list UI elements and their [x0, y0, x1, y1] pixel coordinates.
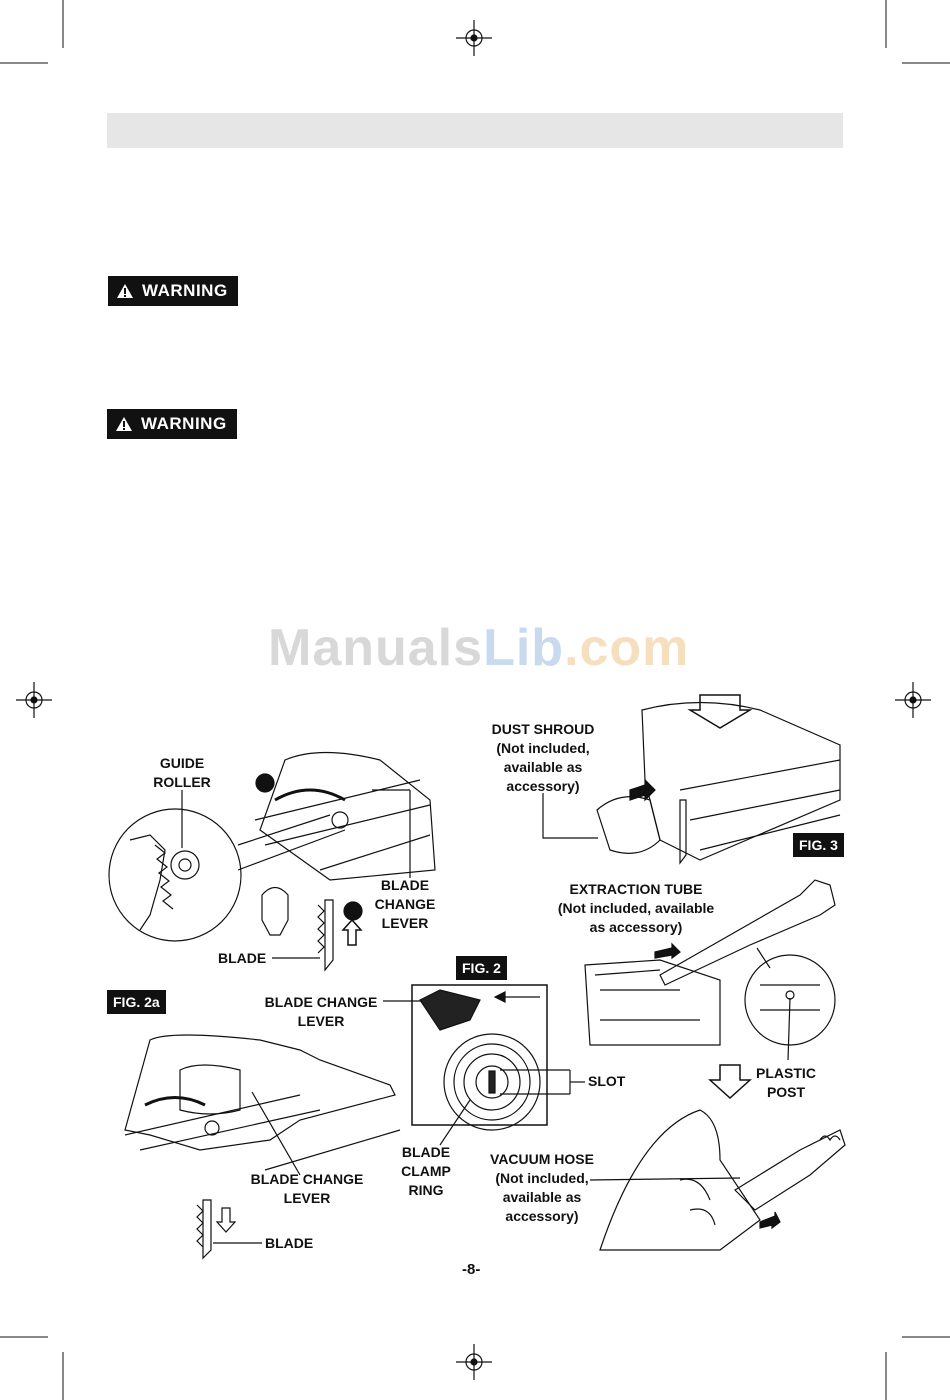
page-number: -8-	[462, 1261, 481, 1278]
label-line: ROLLER	[153, 774, 211, 790]
label-line: as accessory)	[589, 919, 683, 935]
label-vacuum-hose: VACUUM HOSE (Not included, available as …	[486, 1150, 598, 1226]
label-line: accessory)	[506, 778, 580, 794]
fig2a-tag: FIG. 2a	[107, 990, 166, 1014]
warning-badge-2: WARNING	[107, 409, 237, 439]
label-line: LEVER	[283, 1190, 331, 1206]
label-line: DUST SHROUD	[491, 721, 595, 737]
warning-label: WARNING	[141, 414, 227, 433]
label-line: (Not included,	[496, 740, 590, 756]
section-header-bar	[107, 113, 843, 148]
fig2a-illustration	[124, 1034, 401, 1260]
registration-mark-left	[16, 682, 52, 718]
label-line: GUIDE	[159, 755, 205, 771]
warning-label: WARNING	[142, 281, 228, 300]
label-line: BLADE	[401, 1144, 451, 1160]
label-line: (Not included, available	[557, 900, 715, 916]
label-line: PLASTIC	[756, 1065, 816, 1081]
watermark-part-1: Manuals	[268, 619, 484, 677]
fig2-illustration	[383, 984, 585, 1146]
label-plastic-post: PLASTIC POST	[752, 1064, 820, 1102]
label-slot: SLOT	[588, 1073, 626, 1089]
warning-triangle-icon	[117, 284, 133, 298]
label-extraction-tube: EXTRACTION TUBE (Not included, available…	[553, 880, 719, 937]
label-blade-1: BLADE	[218, 950, 267, 966]
label-line: BLADE CHANGE	[264, 994, 378, 1010]
label-line: EXTRACTION TUBE	[569, 881, 703, 897]
label-line: BLADE	[380, 877, 430, 893]
label-line: VACUUM HOSE	[490, 1151, 594, 1167]
label-line: CHANGE	[374, 896, 436, 912]
label-guide-roller: GUIDE ROLLER	[148, 754, 216, 792]
registration-mark-top	[456, 20, 492, 56]
label-line: accessory)	[505, 1208, 579, 1224]
label-blade-change-lever-2: BLADE CHANGE LEVER	[262, 993, 380, 1031]
registration-mark-right	[895, 682, 931, 718]
label-line: LEVER	[381, 915, 429, 931]
fig3-illustration	[542, 694, 841, 865]
label-blade-clamp-ring: BLADE CLAMP RING	[398, 1143, 454, 1200]
watermark-part-2: Lib	[483, 619, 565, 677]
guide-roller-illustration	[108, 751, 436, 972]
label-line: RING	[408, 1182, 444, 1198]
label-line: BLADE CHANGE	[250, 1171, 364, 1187]
label-blade-change-lever-1: BLADE CHANGE LEVER	[372, 876, 438, 933]
fig2-tag: FIG. 2	[456, 956, 507, 980]
fig3-tag: FIG. 3	[793, 833, 844, 857]
registration-mark-bottom	[456, 1344, 492, 1380]
vacuum-hose-illustration	[589, 1064, 846, 1251]
label-line: (Not included,	[495, 1170, 589, 1186]
label-blade-2: BLADE	[265, 1235, 314, 1251]
warning-badge-1: WARNING	[108, 276, 238, 306]
label-line: LEVER	[297, 1013, 345, 1029]
label-blade-change-lever-3: BLADE CHANGE LEVER	[248, 1170, 366, 1208]
label-dust-shroud: DUST SHROUD (Not included, available as …	[486, 720, 600, 796]
label-line: POST	[766, 1084, 806, 1100]
label-line: CLAMP	[401, 1163, 451, 1179]
extraction-tube-illustration	[584, 879, 836, 1061]
watermark-part-3: .com	[564, 619, 690, 677]
label-line: available as	[502, 1189, 582, 1205]
label-line: available as	[503, 759, 583, 775]
warning-triangle-icon	[116, 417, 132, 431]
watermark: ManualsLib.com	[268, 618, 689, 678]
